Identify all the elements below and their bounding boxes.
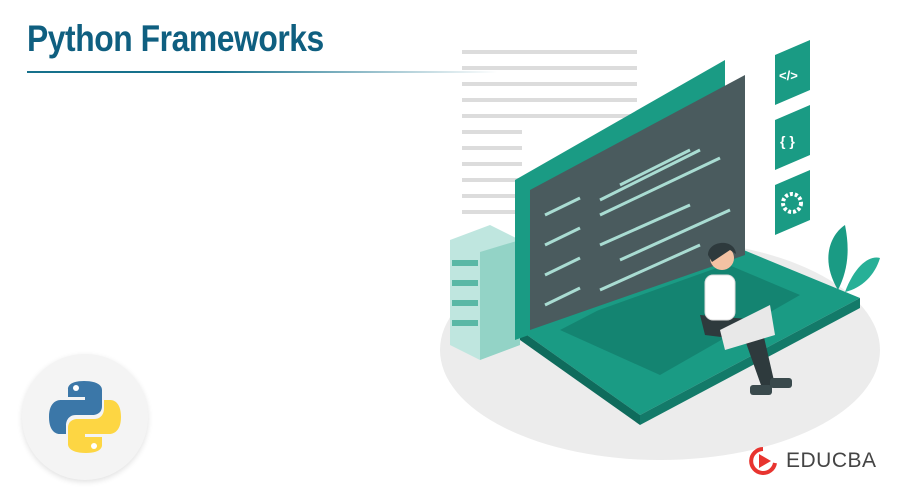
- page-title: Python Frameworks: [27, 18, 324, 59]
- person: [700, 242, 792, 395]
- keyboard: [560, 255, 800, 375]
- educba-play-icon: [749, 447, 777, 475]
- code-lines: [544, 148, 731, 307]
- svg-text:{ }: { }: [780, 133, 795, 149]
- binary-pattern: [462, 50, 637, 214]
- braces-badge: { }: [775, 105, 810, 170]
- educba-logo: EDUCBA: [748, 446, 877, 476]
- python-logo-icon: [49, 381, 121, 453]
- server-stack: [450, 225, 520, 360]
- plant: [828, 225, 880, 292]
- gear-badge: [775, 170, 810, 235]
- python-logo-badge: [22, 354, 148, 480]
- code-badge: </>: [775, 40, 810, 105]
- brand-name: EDUCBA: [786, 449, 877, 472]
- svg-text:</>: </>: [779, 68, 798, 83]
- title-underline: [27, 71, 497, 73]
